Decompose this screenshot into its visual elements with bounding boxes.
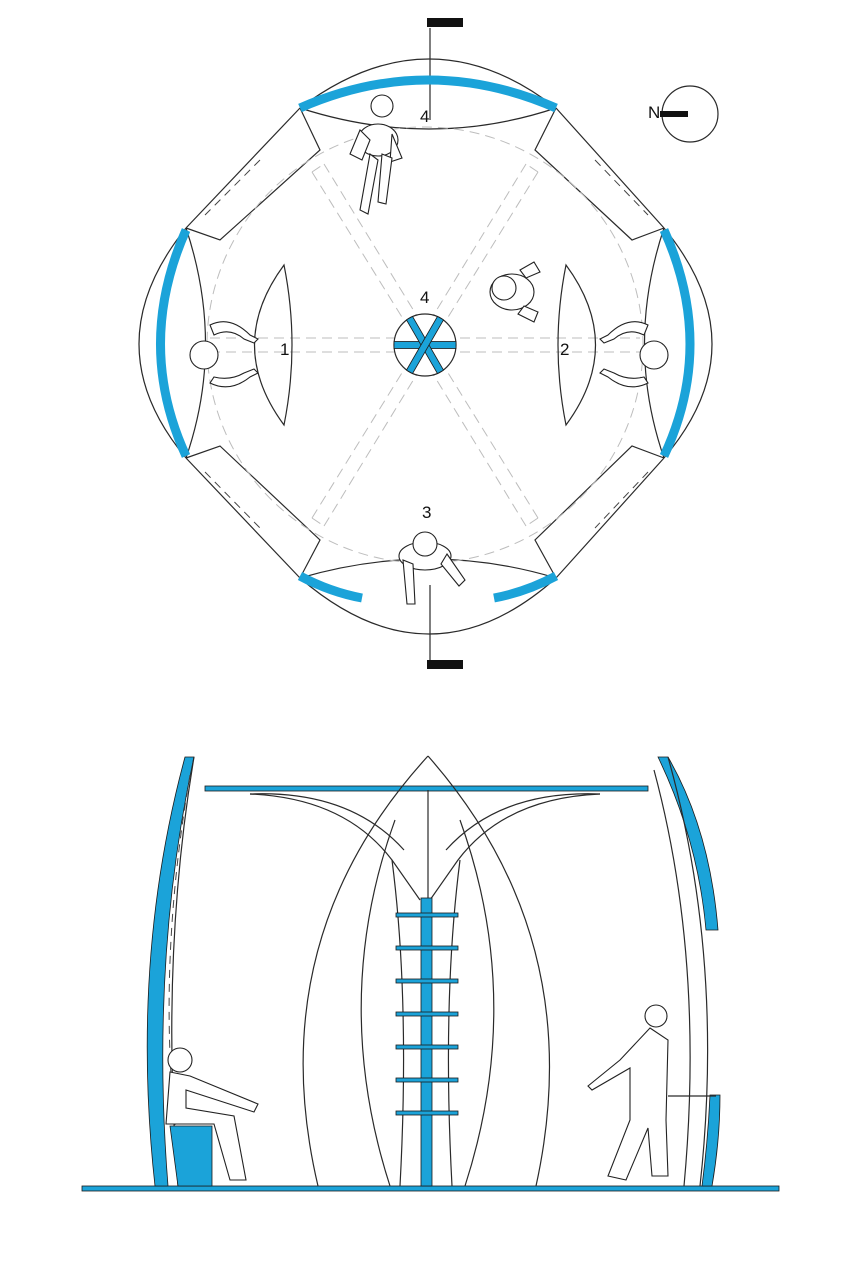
outer-lobes <box>138 58 713 635</box>
central-leaf <box>302 755 550 1187</box>
left-wall <box>146 756 213 1187</box>
bench-right <box>557 263 597 427</box>
blue-walls <box>156 75 695 603</box>
person-right <box>599 321 669 388</box>
person-top <box>349 94 403 215</box>
label-bottom: 3 <box>422 503 431 522</box>
ladder-rungs <box>395 912 459 1116</box>
section-marker-bottom <box>427 660 463 669</box>
seated-person <box>165 1047 259 1181</box>
right-wall <box>653 756 721 1187</box>
person-left <box>189 321 259 388</box>
section-cut-line <box>427 18 463 669</box>
walking-person <box>587 1004 669 1181</box>
north-arrow-icon: N <box>648 85 719 143</box>
radial-spokes <box>210 163 640 527</box>
center-column <box>393 313 457 377</box>
label-center: 4 <box>420 288 429 307</box>
corner-connectors <box>185 107 665 579</box>
person-bottom <box>398 531 466 605</box>
label-top: 4 <box>420 107 429 126</box>
label-left: 1 <box>280 340 289 359</box>
ground-slab <box>81 1185 780 1192</box>
bench-left <box>253 263 293 427</box>
central-trunk <box>391 859 461 1187</box>
plan-view: N <box>138 18 719 669</box>
label-right: 2 <box>560 340 569 359</box>
section-marker-top <box>427 18 463 27</box>
section-view <box>81 755 780 1192</box>
person-inner <box>489 261 541 323</box>
canopy <box>204 785 649 901</box>
north-label: N <box>648 103 660 122</box>
